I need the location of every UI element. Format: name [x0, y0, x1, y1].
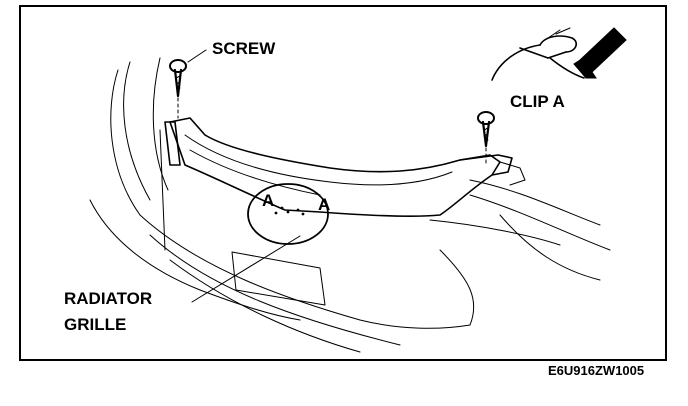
clip-marks [274, 206, 305, 216]
marker-a-left: A [262, 191, 274, 210]
radiator-label: RADIATOR [64, 289, 152, 308]
screw-label: SCREW [212, 39, 276, 58]
clip-a-label: CLIP A [510, 92, 565, 111]
reference-code: E6U916ZW1005 [548, 363, 644, 378]
grille-label: GRILLE [64, 315, 126, 334]
screw-left [169, 59, 187, 119]
clip-location-circle [247, 183, 329, 245]
marker-a-right: A [318, 195, 330, 214]
figure-frame [19, 5, 667, 361]
radiator-grille [159, 117, 526, 306]
clip-a-detail [491, 27, 585, 81]
vehicle-front-body [89, 57, 611, 353]
screw-right [477, 111, 495, 167]
grille-leader-line [191, 235, 301, 303]
clip-arrow-icon [573, 27, 627, 79]
screw-leader-line [187, 49, 207, 63]
